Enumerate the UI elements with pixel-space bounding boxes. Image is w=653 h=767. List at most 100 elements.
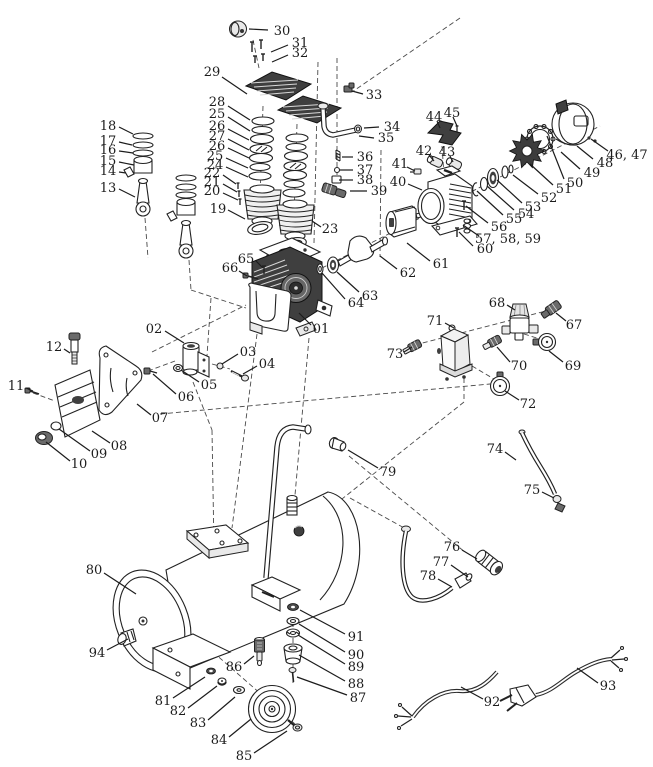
label-leader-line <box>164 330 185 344</box>
part-label-34: 34 <box>384 120 401 135</box>
label-leader-line <box>172 676 206 699</box>
label-leader-line <box>298 623 346 653</box>
part-label-66: 66 <box>222 261 239 276</box>
alignment-line <box>32 392 56 402</box>
alignment-line <box>188 259 192 291</box>
part-33-fitting <box>343 82 355 93</box>
part-02-elbow <box>182 341 210 378</box>
part-31-32-screws <box>250 39 265 63</box>
part-label-83: 83 <box>190 716 207 731</box>
part-29-cylinder-head-2 <box>276 95 343 124</box>
label-leader-line <box>106 638 129 651</box>
label-leader-line <box>496 179 523 204</box>
part-44-bracket <box>426 120 462 146</box>
label-leader-line <box>118 171 127 174</box>
label-leader-line <box>63 348 71 354</box>
part-label-26: 26 <box>209 139 226 154</box>
label-leader-line <box>461 549 478 560</box>
part-69-gauge <box>532 332 557 352</box>
part-label-63: 63 <box>362 289 379 304</box>
label-leader-line <box>180 369 200 383</box>
part-label-91: 91 <box>348 630 365 645</box>
part-label-88: 88 <box>348 677 365 692</box>
part-label-18: 18 <box>100 119 117 134</box>
part-label-39: 39 <box>371 184 388 199</box>
part-09-ring <box>50 421 62 431</box>
part-54-washer <box>479 176 489 192</box>
part-label-38: 38 <box>357 173 374 188</box>
part-label-31: 31 <box>292 36 309 51</box>
label-leader-line <box>590 138 609 152</box>
alignment-line <box>192 381 213 431</box>
part-label-45: 45 <box>444 106 461 121</box>
label-leader-line <box>296 676 348 696</box>
label-leader-line <box>450 564 469 578</box>
part-20-22-screws <box>236 182 242 205</box>
part-label-68: 68 <box>489 296 506 311</box>
part-57-58-59-washers <box>462 218 472 234</box>
label-leader-line <box>476 190 504 216</box>
part-63-bearing <box>326 256 340 274</box>
part-60-screw <box>455 227 459 237</box>
alignment-line <box>351 17 461 93</box>
label-leader-line <box>91 430 111 444</box>
part-29-cylinder-head-1 <box>244 71 313 101</box>
part-label-82: 82 <box>170 704 187 719</box>
label-leader-line <box>336 271 360 293</box>
part-24-28-valve-plates-1 <box>248 116 275 181</box>
label-leader-line <box>225 166 249 178</box>
part-label-64: 64 <box>348 296 365 311</box>
label-leader-line <box>242 365 258 375</box>
label-leader-line <box>270 44 289 53</box>
label-leader-line <box>512 174 539 195</box>
label-leader-line <box>227 209 246 220</box>
part-93-power-cord-plug <box>499 645 629 712</box>
part-label-26: 26 <box>209 119 226 134</box>
part-82-cap <box>217 677 227 686</box>
label-leader-line <box>227 105 251 121</box>
part-64-washer <box>316 263 324 275</box>
alignment-line <box>151 304 247 353</box>
part-label-72: 72 <box>520 397 537 412</box>
alignment-line <box>231 333 258 529</box>
part-label-17: 17 <box>100 134 117 149</box>
part-label-73: 73 <box>387 347 404 362</box>
part-label-62: 62 <box>400 266 417 281</box>
part-53-bearing <box>486 167 500 189</box>
part-52-washers <box>501 164 514 179</box>
label-leader-line <box>496 346 511 363</box>
label-leader-line <box>225 157 249 169</box>
part-label-85: 85 <box>236 749 253 764</box>
part-83-washer <box>232 685 246 695</box>
part-label-07: 07 <box>152 411 169 426</box>
part-79-knob <box>328 437 347 452</box>
label-leader-line <box>297 634 346 665</box>
part-label-41: 41 <box>392 157 409 172</box>
part-41-fitting <box>410 168 422 175</box>
part-91-nut <box>287 603 299 611</box>
label-leader-line <box>227 116 251 132</box>
part-label-37: 37 <box>357 163 374 178</box>
part-07-plate <box>98 345 143 416</box>
label-leader-line <box>136 403 152 416</box>
label-leader-line <box>221 76 248 95</box>
part-label-20: 20 <box>204 184 221 199</box>
part-81-nut <box>206 667 216 675</box>
part-label-69: 69 <box>565 359 582 374</box>
label-leader-line <box>227 138 250 151</box>
part-24-28-valve-plates-2 <box>282 133 309 198</box>
part-88-rubber-foot <box>283 643 303 665</box>
part-label-40: 40 <box>390 175 407 190</box>
label-leader-line <box>347 449 379 469</box>
label-leader-line <box>428 154 435 162</box>
part-label-32: 32 <box>292 46 309 61</box>
label-leader-line <box>555 312 567 322</box>
label-leader-line <box>227 147 250 159</box>
part-51-fan <box>508 133 546 169</box>
label-leader-line <box>221 353 239 365</box>
label-leader-line <box>118 150 134 154</box>
label-leader-line <box>436 120 441 129</box>
part-70-fitting <box>482 334 502 350</box>
